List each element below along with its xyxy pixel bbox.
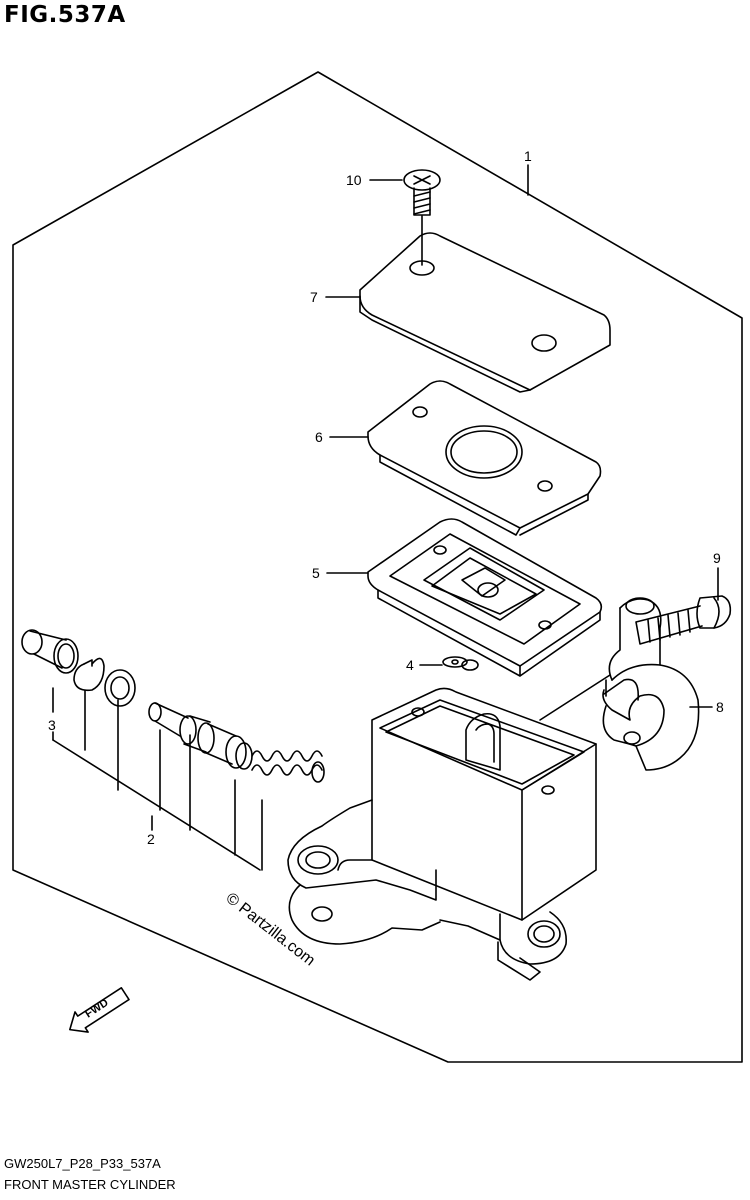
screw-10	[403, 169, 441, 266]
diaphragm-5	[367, 518, 603, 677]
reservoir-cover-7	[359, 232, 611, 393]
handlebar-clamp-8	[602, 597, 700, 771]
assembly-outline	[12, 71, 743, 1063]
callout-5: 5	[312, 565, 320, 581]
dust-boot-3	[21, 629, 79, 674]
figure-subtitle: FRONT MASTER CYLINDER	[4, 1177, 176, 1192]
washer	[104, 669, 136, 707]
circlip	[73, 657, 105, 692]
leader-8b	[539, 674, 611, 721]
fwd-arrow	[69, 986, 130, 1033]
callout-8: 8	[716, 699, 724, 715]
boot-clip-4	[442, 656, 479, 671]
master-cylinder-body	[287, 687, 597, 981]
piston-spring	[251, 750, 325, 783]
leader-2-bracket	[52, 689, 263, 871]
figure-title: FIG.537A	[4, 2, 126, 28]
callout-7: 7	[310, 289, 318, 305]
figure-code: GW250L7_P28_P33_537A	[4, 1156, 161, 1171]
callout-3: 3	[48, 717, 56, 733]
callout-10: 10	[346, 172, 362, 188]
diaphragm-plate-6	[367, 380, 602, 536]
callout-2: 2	[147, 831, 155, 847]
callout-4: 4	[406, 657, 414, 673]
callout-6: 6	[315, 429, 323, 445]
callout-9: 9	[713, 550, 721, 566]
callout-1: 1	[524, 148, 532, 164]
piston	[148, 702, 253, 770]
bolt-9	[635, 595, 732, 645]
watermark: © Partzilla.com	[223, 890, 318, 970]
